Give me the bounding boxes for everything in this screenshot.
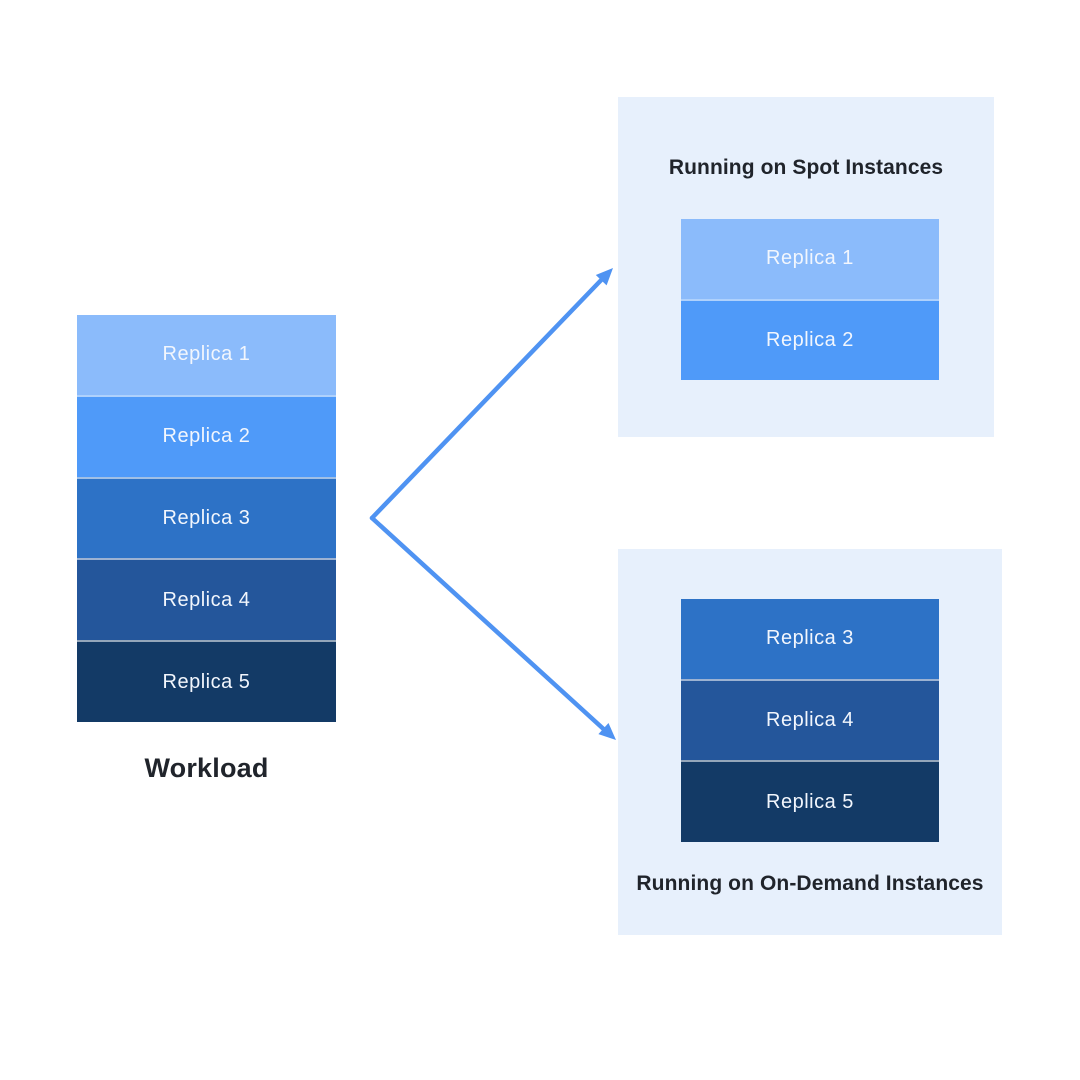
workload-stack: Replica 1 Replica 2 Replica 3 Replica 4 … (77, 315, 336, 722)
spot-replica-1-label: Replica 1 (766, 247, 854, 270)
on-demand-replica-5-block: Replica 5 (681, 760, 939, 843)
on-demand-instances-panel: Replica 3 Replica 4 Replica 5 Running on… (618, 549, 1002, 935)
arrow-to-ondemand-line (369, 515, 612, 737)
workload-replica-1-block: Replica 1 (77, 315, 336, 395)
workload-replica-2-label: Replica 2 (162, 425, 251, 448)
on-demand-replica-5-label: Replica 5 (766, 790, 854, 813)
workload-replica-2-block: Replica 2 (77, 394, 336, 477)
spot-replica-2-label: Replica 2 (766, 328, 854, 351)
spot-replica-1-block: Replica 1 (681, 219, 939, 299)
workload-replica-4-label: Replica 4 (162, 588, 251, 611)
workload-replica-3-label: Replica 3 (162, 506, 251, 529)
workload-replica-5-label: Replica 5 (162, 670, 251, 693)
workload-label: Workload (144, 753, 269, 783)
on-demand-replica-4-block: Replica 4 (681, 678, 939, 761)
on-demand-replica-3-block: Replica 3 (681, 599, 939, 679)
workload-replica-1-label: Replica 1 (162, 343, 251, 366)
on-demand-panel-title: Running on On-Demand Instances (636, 872, 984, 895)
spot-replica-2-block: Replica 2 (681, 298, 939, 380)
on-demand-replica-3-label: Replica 3 (766, 627, 854, 650)
spot-panel-title: Running on Spot Instances (668, 156, 944, 179)
on-demand-replica-stack: Replica 3 Replica 4 Replica 5 (681, 599, 939, 843)
arrow-to-spot-line (369, 271, 610, 521)
spot-replica-stack: Replica 1 Replica 2 (681, 219, 939, 380)
workload-replica-3-block: Replica 3 (77, 476, 336, 559)
arrow-to-spot-head (595, 268, 613, 286)
on-demand-replica-4-label: Replica 4 (766, 709, 854, 731)
arrow-to-ondemand-head (598, 723, 616, 740)
workload-replica-5-block: Replica 5 (77, 640, 336, 722)
workload-replica-4-block: Replica 4 (77, 558, 336, 641)
spot-instances-panel: Running on Spot Instances Replica 1 Repl… (618, 97, 994, 437)
